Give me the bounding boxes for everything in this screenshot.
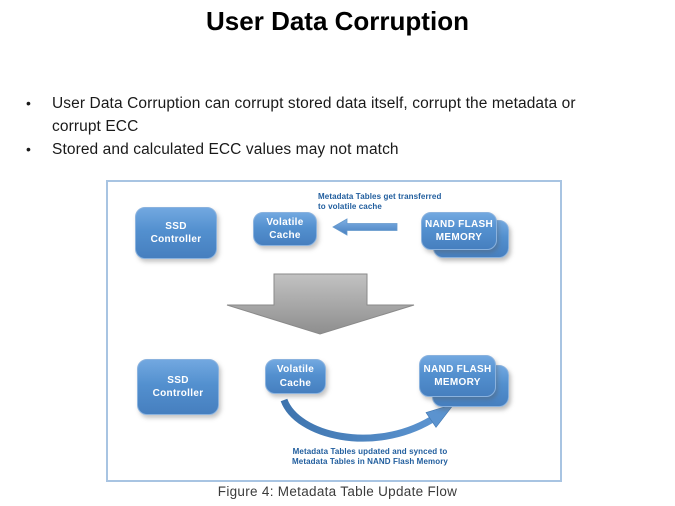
- figure-caption: Figure 4: Metadata Table Update Flow: [217, 484, 458, 499]
- ssd-controller-box-bottom: SSD Controller: [137, 359, 219, 415]
- nand-flash-box-top: NAND FLASH MEMORY: [421, 212, 497, 250]
- node-label: NAND FLASH: [425, 218, 493, 230]
- bullet-text: User Data Corruption can corrupt stored …: [52, 95, 576, 135]
- volatile-cache-box-bottom: Volatile Cache: [265, 359, 326, 394]
- sync-label: Metadata Tables updated and synced to Me…: [292, 447, 448, 467]
- node-label: Cache: [269, 230, 301, 241]
- nand-flash-box-bottom: NAND FLASH MEMORY: [419, 355, 496, 397]
- node-label: Controller: [152, 388, 204, 399]
- node-label: SSD: [167, 374, 189, 386]
- transfer-left-arrow-icon: [332, 218, 398, 236]
- figure-frame: SSD Controller Volatile Cache NAND FLASH…: [106, 180, 562, 482]
- bullet-text: Stored and calculated ECC values may not…: [52, 141, 399, 158]
- transfer-label: Metadata Tables get transferred to volat…: [318, 192, 442, 212]
- flow-down-arrow-icon: [226, 273, 415, 335]
- node-label: NAND FLASH: [423, 363, 492, 375]
- node-label: Volatile: [276, 364, 315, 375]
- bullet-list: • User Data Corruption can corrupt store…: [20, 92, 640, 161]
- bullet-glyph: •: [26, 95, 31, 111]
- list-item: • User Data Corruption can corrupt store…: [20, 92, 640, 138]
- volatile-cache-box-top: Volatile Cache: [253, 212, 317, 246]
- sync-curved-arrow-icon: [280, 398, 455, 442]
- node-label: MEMORY: [434, 377, 481, 388]
- ssd-controller-box-top: SSD Controller: [135, 207, 217, 259]
- node-label: SSD: [165, 220, 187, 232]
- node-label: MEMORY: [435, 232, 483, 243]
- node-label: Cache: [279, 377, 312, 389]
- bullet-glyph: •: [26, 141, 31, 157]
- node-label: Controller: [150, 234, 202, 245]
- list-item: • Stored and calculated ECC values may n…: [20, 138, 640, 161]
- page-title: User Data Corruption: [206, 6, 469, 36]
- node-label: Volatile: [266, 216, 304, 228]
